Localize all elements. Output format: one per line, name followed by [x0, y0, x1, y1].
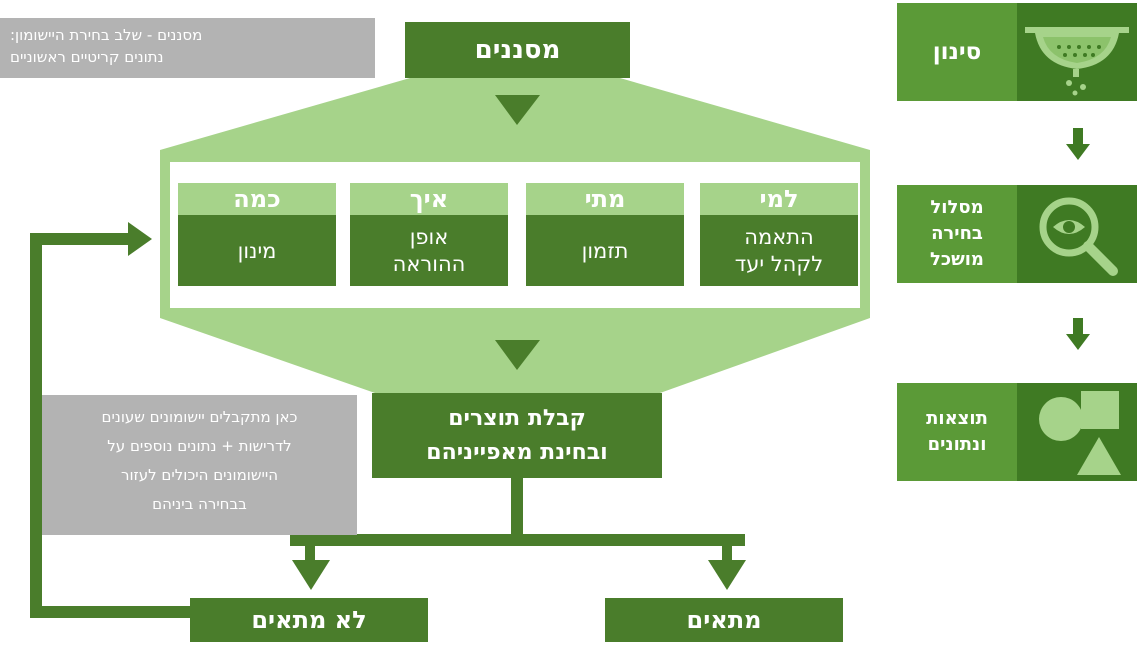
connector-line [1073, 128, 1083, 146]
shapes-icon [1017, 383, 1137, 481]
criterion-header: מתי [526, 183, 684, 215]
criterion-body: מינון [178, 215, 336, 286]
match-box: מתאים [605, 598, 843, 642]
receive-line1: קבלת תוצרים [448, 405, 586, 431]
down-arrow-icon [495, 340, 540, 370]
feedback-line [30, 606, 195, 618]
magnifier-eye-icon [1017, 185, 1137, 283]
connector-line [722, 540, 732, 565]
criterion-how: איך אופן ההוראה [350, 183, 508, 286]
legend-label: מסלול בחירה מושכל [897, 185, 1017, 283]
connector-line [305, 540, 315, 565]
side-note-line: כאן מתקבלים יישומונים שעונים [101, 408, 298, 426]
connector-line [1073, 318, 1083, 336]
criterion-header: איך [350, 183, 508, 215]
criterion-header: כמה [178, 183, 336, 215]
connector-line [290, 534, 745, 546]
top-note-line1: מסננים - שלב בחירת היישומון: [10, 26, 203, 44]
down-arrow-icon [1066, 334, 1090, 350]
criterion-body: תזמון [526, 215, 684, 286]
down-arrow-icon [1066, 144, 1090, 160]
criterion-header: למי [700, 183, 858, 215]
legend-filtering: סינון [897, 3, 1137, 101]
legend-label: תוצאות ונתונים [897, 383, 1017, 481]
sieve-icon [1017, 3, 1137, 101]
right-arrow-icon [128, 222, 152, 256]
side-note-line: לדרישות + נתונים נוספים על [107, 437, 292, 455]
legend-results: תוצאות ונתונים [897, 383, 1137, 481]
criterion-body: התאמה לקהל יעד [700, 215, 858, 286]
down-arrow-icon [495, 95, 540, 125]
down-arrow-icon [708, 560, 746, 590]
feedback-line [30, 233, 42, 618]
criterion-who: למי התאמה לקהל יעד [700, 183, 858, 286]
legend-selection-path: מסלול בחירה מושכל [897, 185, 1137, 283]
side-note: כאן מתקבלים יישומונים שעונים לדרישות + נ… [42, 395, 357, 535]
criterion-body: אופן ההוראה [350, 215, 508, 286]
connector-line [511, 478, 523, 538]
legend-label: סינון [897, 3, 1017, 101]
receive-products-box: קבלת תוצרים ובחינת מאפייניהם [372, 393, 662, 478]
filters-title: מסננים [405, 22, 630, 78]
criterion-when: מתי תזמון [526, 183, 684, 286]
down-arrow-icon [292, 560, 330, 590]
side-note-line: בבחירה ביניהם [152, 495, 247, 513]
feedback-line [30, 233, 130, 245]
criterion-how-much: כמה מינון [178, 183, 336, 286]
side-note-line: היישומונים היכולים לעזור [120, 466, 279, 484]
top-note: מסננים - שלב בחירת היישומון: נתונים קריט… [0, 18, 375, 78]
receive-line2: ובחינת מאפייניהם [426, 439, 608, 465]
no-match-box: לא מתאים [190, 598, 428, 642]
top-note-line2: נתונים קריטיים ראשוניים [10, 48, 164, 66]
